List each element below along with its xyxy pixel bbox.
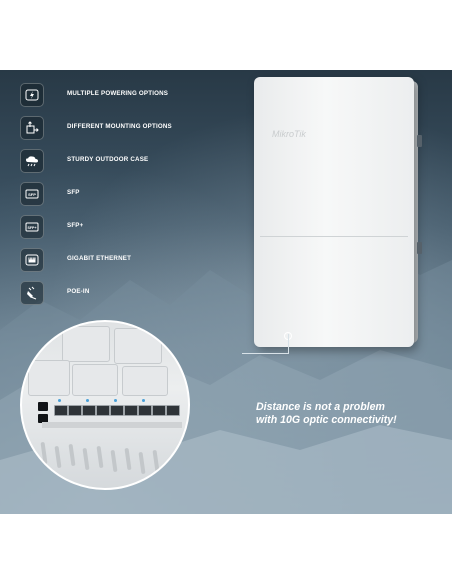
- sfp-port: [54, 405, 68, 416]
- feature-label: POE-IN: [67, 288, 90, 295]
- sfp-port: [110, 405, 124, 416]
- sfp-port: [166, 405, 180, 416]
- feature-label: GIGABIT ETHERNET: [67, 255, 132, 262]
- product-banner: MULTIPLE POWERING OPTIONS DIFFERENT MOUN…: [0, 70, 452, 514]
- svg-text:SFP: SFP: [28, 192, 36, 197]
- feature-item: POE-IN: [20, 281, 240, 305]
- power-jack: [38, 402, 48, 411]
- feature-label: SFP: [67, 189, 80, 196]
- ethernet-port-icon: [20, 248, 44, 272]
- case-panel: [72, 364, 118, 396]
- cable-clip: [54, 445, 62, 469]
- sfp-plus-icon: SFP+: [20, 215, 44, 239]
- feature-label: SFP+: [67, 222, 84, 229]
- device-image: MikroTik: [254, 77, 422, 347]
- case-panel: [122, 366, 168, 396]
- cable-clip: [82, 447, 90, 471]
- lightning-icon: [20, 83, 44, 107]
- feature-label: STURDY OUTDOOR CASE: [67, 156, 149, 163]
- feature-label: DIFFERENT MOUNTING OPTIONS: [67, 123, 172, 130]
- cable-clip: [96, 445, 104, 469]
- status-led: [58, 399, 61, 402]
- case-panel: [114, 328, 162, 364]
- case-panel: [28, 360, 70, 396]
- feature-item: GIGABIT ETHERNET: [20, 248, 240, 272]
- cable-clip: [152, 449, 160, 473]
- feature-item: STURDY OUTDOOR CASE: [20, 149, 240, 173]
- feature-item: MULTIPLE POWERING OPTIONS: [20, 83, 240, 107]
- callout-line: [242, 353, 289, 354]
- feature-item: DIFFERENT MOUNTING OPTIONS: [20, 116, 240, 140]
- mounting-tab: [417, 135, 422, 147]
- cable-clip: [68, 443, 76, 467]
- feature-item: SFP SFP: [20, 182, 240, 206]
- sfp-port: [152, 405, 166, 416]
- ethernet-port: [38, 414, 48, 423]
- mount-arrow-icon: [20, 116, 44, 140]
- tagline-line-1: Distance is not a problem: [256, 401, 385, 413]
- device-seam: [260, 236, 408, 237]
- device-logo: MikroTik: [272, 129, 306, 139]
- sfp-icon: SFP: [20, 182, 44, 206]
- sfp-port: [124, 405, 138, 416]
- device-enclosure: MikroTik: [254, 77, 414, 347]
- status-led: [114, 399, 117, 402]
- svg-text:SFP+: SFP+: [27, 226, 36, 230]
- sfp-port: [138, 405, 152, 416]
- mounting-tab: [417, 242, 422, 254]
- tagline-line-2: with 10G optic connectivity!: [256, 414, 397, 426]
- cable-clip: [40, 441, 48, 465]
- callout-line: [288, 334, 289, 354]
- zoom-detail-circle: [20, 320, 190, 490]
- feature-label: MULTIPLE POWERING OPTIONS: [67, 90, 169, 97]
- feature-item: SFP+ SFP+: [20, 215, 240, 239]
- tagline: Distance is not a problem with 10G optic…: [256, 401, 446, 427]
- sfp-port: [96, 405, 110, 416]
- status-led: [86, 399, 89, 402]
- port-label-strip: [42, 422, 182, 428]
- cable-clip: [110, 449, 118, 473]
- cloud-rain-icon: [20, 149, 44, 173]
- status-led: [142, 399, 145, 402]
- sfp-port: [82, 405, 96, 416]
- sfp-port: [68, 405, 82, 416]
- power-plug-icon: [20, 281, 44, 305]
- case-panel: [62, 326, 110, 362]
- cable-clip: [138, 451, 146, 475]
- cable-clip: [124, 447, 132, 471]
